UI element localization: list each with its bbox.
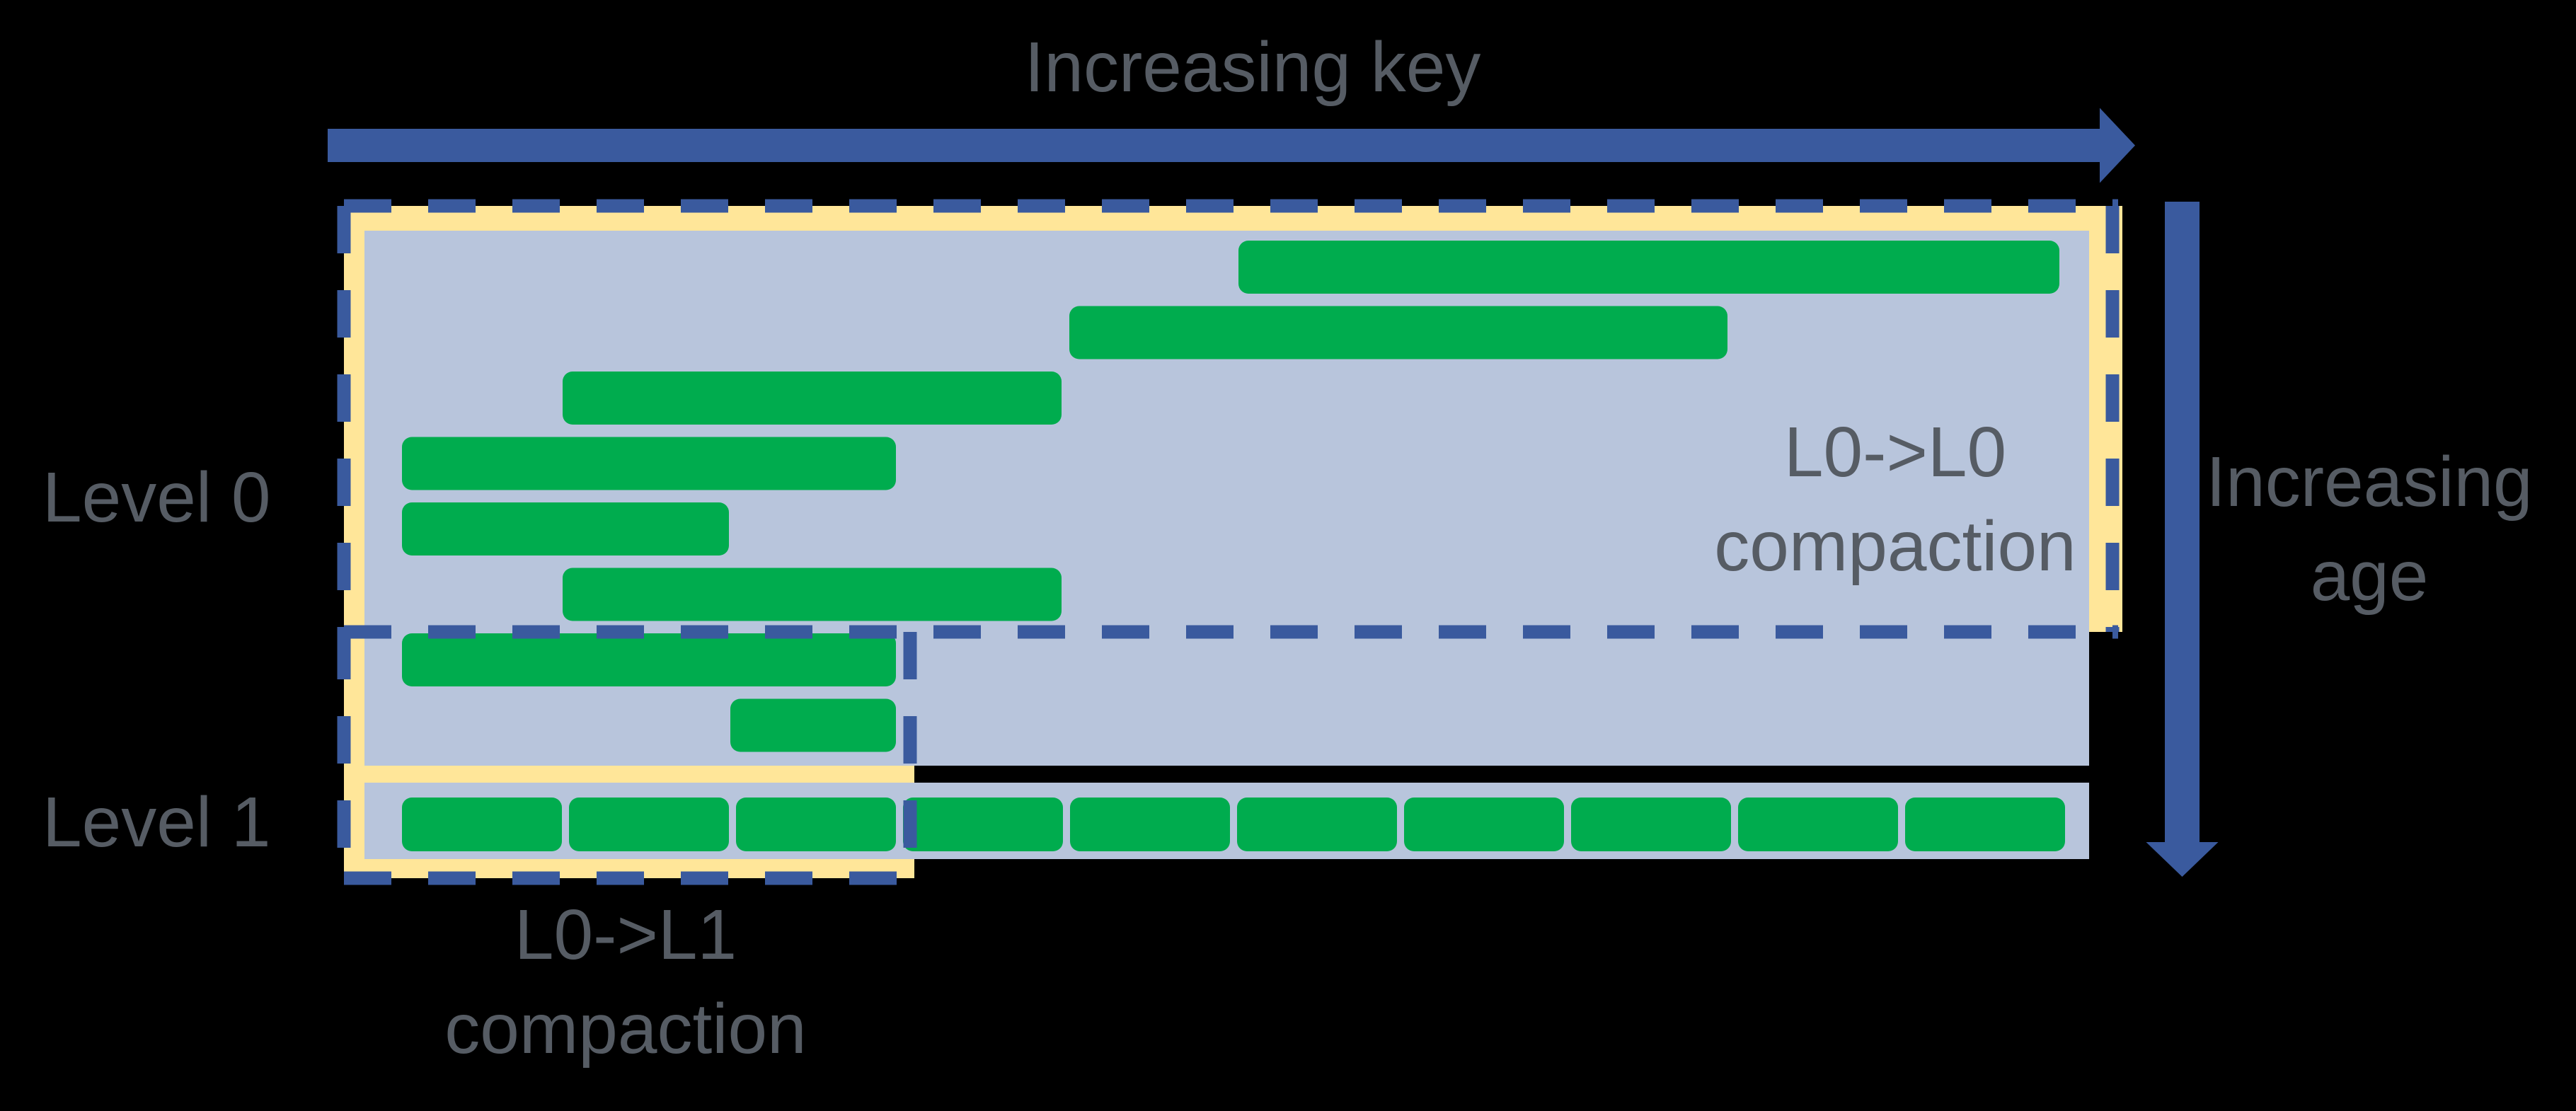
level1-sstable-bar xyxy=(1738,798,1898,851)
level1-sstable-bar xyxy=(1905,798,2065,851)
increasing-key-arrow xyxy=(328,108,2135,183)
level0-sstables xyxy=(402,241,2059,752)
level1-sstable-bar xyxy=(569,798,729,851)
level0-label: Level 0 xyxy=(42,458,270,537)
level0-sstable-bar xyxy=(1069,306,1727,359)
l0-l1-compaction-dashed-border xyxy=(337,632,917,885)
l0-l1-compaction-label-line1: L0->L1 xyxy=(514,895,737,974)
level0-sstable-bar xyxy=(402,633,896,686)
increasing-key-arrow-shaft xyxy=(328,129,2100,162)
increasing-age-label-line1: Increasing xyxy=(2206,442,2532,522)
increasing-age-arrow-head xyxy=(2146,842,2219,877)
increasing-age-arrow xyxy=(2146,202,2219,877)
l0-l0-compaction-dashed-border xyxy=(337,199,2120,639)
level1-sstable-bar xyxy=(736,798,896,851)
level0-sstable-bar xyxy=(730,698,896,752)
level1-sstable-bar xyxy=(1237,798,1397,851)
level1-label: Level 1 xyxy=(42,783,270,862)
level0-sstable-bar xyxy=(563,372,1062,425)
l0-l0-compaction-label-line1: L0->L0 xyxy=(1784,413,2006,492)
level1-sstable-bar xyxy=(1070,798,1230,851)
l0-l0-compaction-label-line2: compaction xyxy=(1714,507,2076,586)
level1-sstable-bar xyxy=(903,798,1063,851)
increasing-age-label: Increasing age xyxy=(2206,442,2532,616)
increasing-age-arrow-shaft xyxy=(2165,202,2200,842)
level0-sstable-bar xyxy=(402,437,896,490)
level1-sstable-bar xyxy=(1571,798,1731,851)
increasing-age-label-line2: age xyxy=(2311,536,2429,616)
l0-l1-compaction-label: L0->L1 compaction xyxy=(444,895,806,1069)
level0-sstable-bar xyxy=(563,568,1062,621)
increasing-key-label: Increasing key xyxy=(1025,28,1481,107)
level1-sstable-bar xyxy=(402,798,562,851)
level1-sstable-bar xyxy=(1404,798,1564,851)
level1-sstables xyxy=(402,798,2065,851)
level0-sstable-bar xyxy=(402,502,729,556)
l0-l1-compaction-label-line2: compaction xyxy=(444,989,806,1069)
level0-sstable-bar xyxy=(1238,241,2059,294)
increasing-key-arrow-head xyxy=(2100,108,2135,183)
l0-l0-compaction-label: L0->L0 compaction xyxy=(1714,413,2076,586)
